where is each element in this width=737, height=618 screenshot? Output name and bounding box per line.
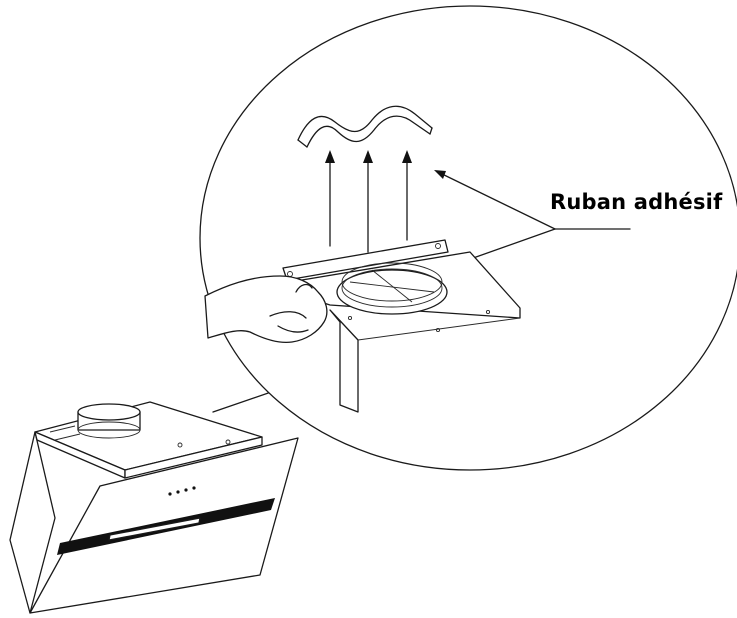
- cooker-hood: [9, 401, 299, 614]
- detail-circle: [199, 5, 737, 471]
- callout-leader-lines: [434, 170, 631, 269]
- hand-illustration: [204, 275, 328, 344]
- adhesive-tape-strip: [297, 105, 433, 148]
- magnified-top-plate: [282, 239, 521, 413]
- callout-label-adhesive-tape: Ruban adhésif: [550, 190, 723, 214]
- control-buttons: [168, 486, 196, 496]
- hood-duct-collar: [77, 403, 141, 439]
- lift-arrows: [325, 150, 412, 253]
